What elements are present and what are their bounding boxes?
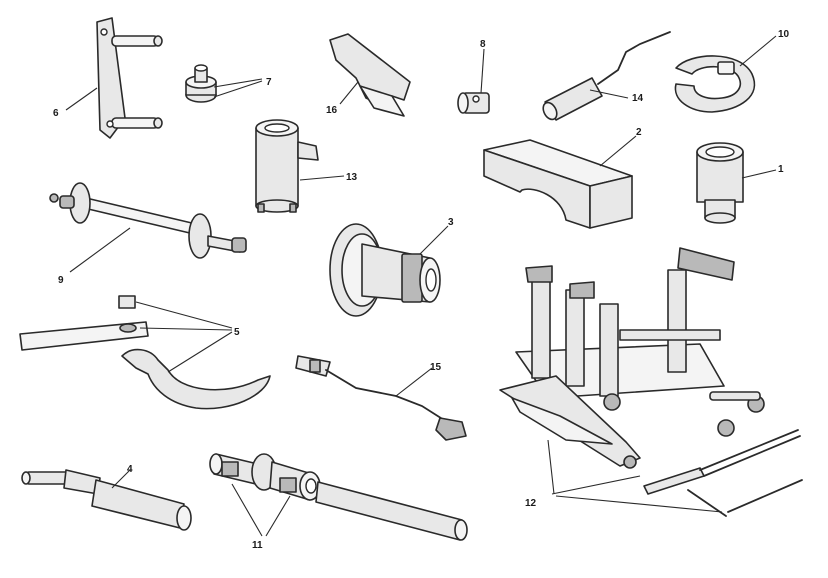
callout-12: 12 <box>525 498 537 509</box>
tool-6-pin-frame <box>65 17 163 139</box>
callout-2: 2 <box>636 127 642 138</box>
tool-2-cradle-block <box>483 135 637 229</box>
tool-8-coupling <box>457 48 490 114</box>
tool-9-puller-shaft <box>49 182 247 273</box>
tool-10-ring-clamp <box>674 35 777 113</box>
tool-13-socket <box>255 119 345 213</box>
tool-14-probe <box>542 31 671 121</box>
callout-6: 6 <box>53 108 59 119</box>
callout-14: 14 <box>632 93 644 104</box>
callout-15: 15 <box>430 362 442 373</box>
tool-15-test-cable <box>295 355 467 441</box>
callout-1: 1 <box>778 164 784 175</box>
tool-1-socket-cup <box>696 142 777 224</box>
callout-11: 11 <box>252 540 263 551</box>
tool-5-wrench-set <box>19 295 271 410</box>
tool-4-pin-driver <box>21 469 192 531</box>
callout-7: 7 <box>266 77 272 88</box>
callout-4: 4 <box>127 464 133 475</box>
tool-11-driver-bar <box>209 453 468 541</box>
tool-3-bearing-sleeve <box>329 223 449 317</box>
tool-12-lift-stand-and-jack <box>499 247 803 517</box>
callout-13: 13 <box>346 172 358 183</box>
callout-5: 5 <box>234 327 240 338</box>
callout-16: 16 <box>326 105 338 116</box>
callout-10: 10 <box>778 29 790 40</box>
callout-9: 9 <box>58 275 64 286</box>
callout-3: 3 <box>448 217 454 228</box>
callout-8: 8 <box>480 39 486 50</box>
tool-7-spacer-nut <box>185 64 263 103</box>
tool-16-bent-clip <box>329 33 411 117</box>
